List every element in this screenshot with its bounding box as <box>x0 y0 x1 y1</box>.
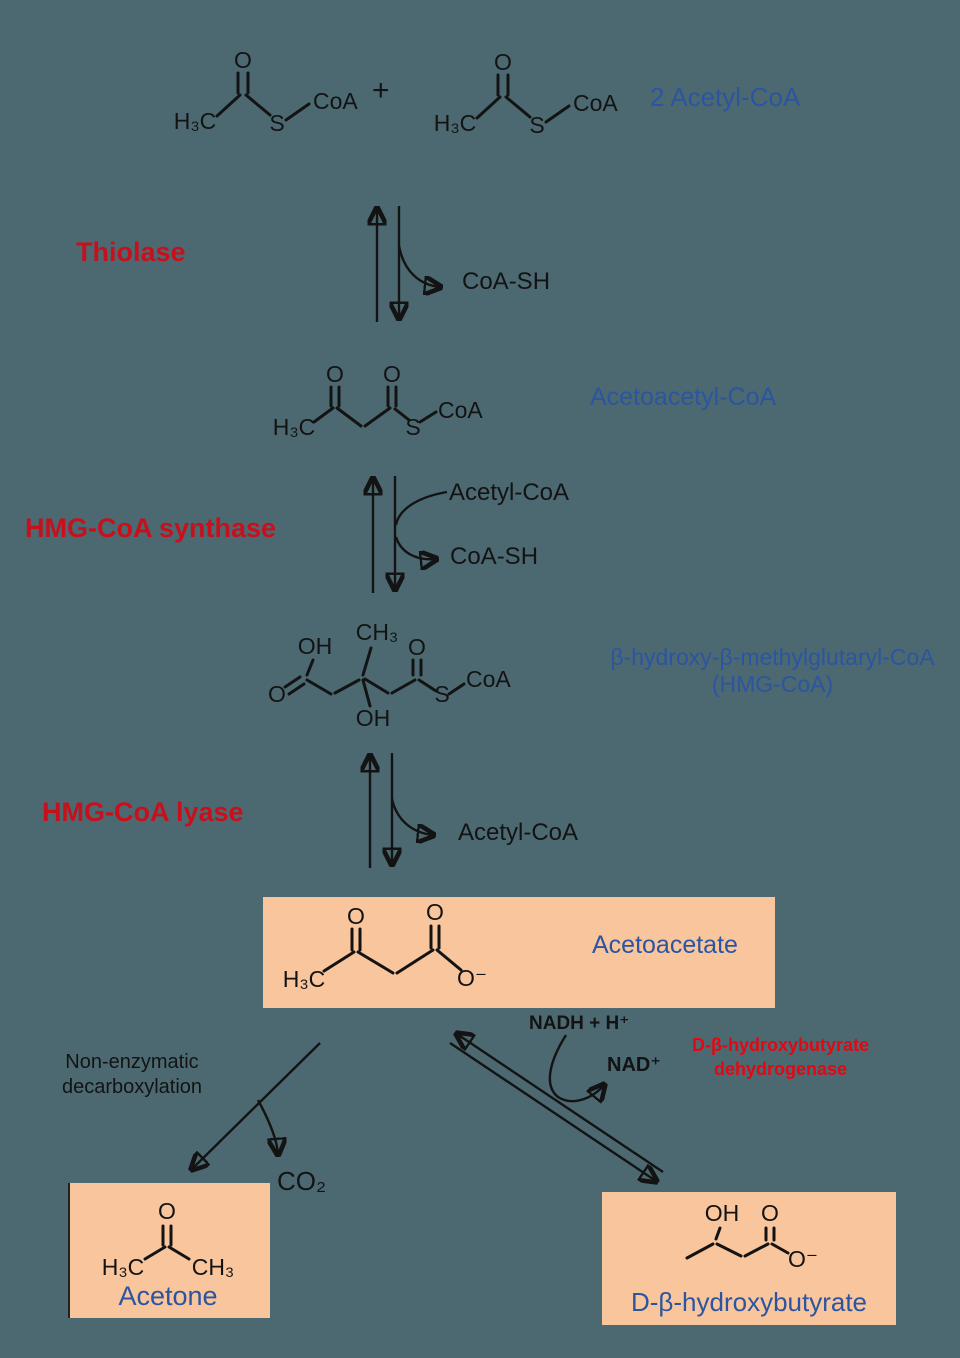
plus-sign: + <box>372 74 390 107</box>
acid-hydroxyl-label: OH <box>298 633 333 659</box>
methyl-atom-label: H₃C <box>434 110 477 136</box>
oxygen-atom-label: O <box>234 47 252 73</box>
coa-atom-label: CoA <box>466 666 511 692</box>
nadh-nad-curve-arrow <box>548 1034 604 1101</box>
d-bhb-highlight-box <box>602 1192 896 1325</box>
coa-sh-released-label-2: CoA-SH <box>450 543 539 570</box>
methyl-atom-label: CH₃ <box>192 1254 235 1280</box>
oxygen-atom-label: O <box>494 49 512 75</box>
sulfur-atom-label: S <box>269 110 284 136</box>
methyl-branch-label: CH₃ <box>356 619 399 645</box>
oxygen-atom-label: O <box>761 1200 779 1226</box>
coa-atom-label: CoA <box>438 397 483 423</box>
co2-branch-arrow <box>256 1099 278 1154</box>
d-bhb-label: D-β-hydroxybutyrate <box>630 1287 868 1317</box>
two-acetyl-coa-label: 2 Acetyl-CoA <box>650 82 801 112</box>
lyase-reversible-arrows <box>370 753 433 868</box>
methyl-atom-label: H₃C <box>174 108 217 134</box>
oxygen-atom-label: O <box>326 361 344 387</box>
non-enzymatic-label-line2: decarboxylation <box>61 1076 203 1098</box>
acetyl-coa-structure-2: O H₃C S CoA <box>434 49 619 138</box>
carboxylate-oxygen-label: O⁻ <box>457 965 487 991</box>
acetoacetyl-coa-label: Acetoacetyl-CoA <box>590 383 777 411</box>
coa-sh-out-branch <box>394 536 436 559</box>
thioester-oxygen-label: O <box>408 634 426 660</box>
sulfur-atom-label: S <box>405 414 420 440</box>
oxygen-atom-label: O <box>158 1198 176 1224</box>
oxygen-atom-label: O <box>383 361 401 387</box>
co2-released-label: CO₂ <box>277 1166 327 1196</box>
acetyl-coa-structure-1: O H₃C S CoA <box>174 47 359 136</box>
hmg-coa-synthase-enzyme-label: HMG-CoA synthase <box>25 513 277 543</box>
acetyl-coa-out-label: Acetyl-CoA <box>458 819 579 846</box>
acetyl-coa-in-label: Acetyl-CoA <box>449 479 570 506</box>
methyl-atom-label: H₃C <box>283 966 326 992</box>
hydroxyl-label: OH <box>356 705 391 731</box>
nadh-cofactor-label: NADH + H⁺ <box>529 1013 630 1034</box>
acetoacetate-structure: H₃C O O O⁻ <box>283 899 487 992</box>
acetoacetate-highlight-box <box>263 897 775 1008</box>
sulfur-atom-label: S <box>529 112 544 138</box>
nad-cofactor-label: NAD⁺ <box>607 1054 661 1076</box>
methyl-atom-label: H₃C <box>102 1254 145 1280</box>
hmg-coa-structure: OH O CH₃ OH O S CoA <box>268 619 511 731</box>
acid-oxygen-label: O <box>268 681 286 707</box>
coa-sh-released-label-1: CoA-SH <box>462 268 551 295</box>
non-enzymatic-label-line1: Non-enzymatic <box>65 1051 199 1073</box>
coa-atom-label: CoA <box>313 88 358 114</box>
oxygen-atom-label: O <box>426 899 444 925</box>
oxygen-atom-label: O <box>347 903 365 929</box>
decarboxylation-arrow <box>192 1042 321 1169</box>
acetone-label: Acetone <box>118 1281 218 1311</box>
acetoacetyl-coa-structure: H₃C O O S CoA <box>273 361 484 440</box>
acetone-structure: O H₃C CH₃ <box>102 1198 235 1280</box>
thiolase-enzyme-label: Thiolase <box>76 237 186 267</box>
methyl-atom-label: H₃C <box>273 414 316 440</box>
hmg-coa-lyase-enzyme-label: HMG-CoA lyase <box>42 797 244 827</box>
d-bhb-structure: OH O O⁻ <box>685 1200 818 1272</box>
acetyl-coa-in-branch <box>394 490 448 526</box>
synthase-reversible-arrows <box>373 476 448 593</box>
acetyl-coa-out-branch <box>390 798 433 835</box>
acetone-highlight-box <box>68 1183 270 1318</box>
sulfur-atom-label: S <box>434 681 449 707</box>
acetoacetate-label: Acetoacetate <box>592 931 738 959</box>
hmg-coa-label-line2: (HMG-CoA) <box>711 671 834 697</box>
dehydrogenase-enzyme-label-line2: dehydrogenase <box>713 1059 848 1079</box>
hmg-coa-label-line1: β-hydroxy-β-methylglutaryl-CoA <box>610 644 935 670</box>
dehydrogenase-enzyme-label-line1: D-β-hydroxybutyrate <box>691 1035 869 1055</box>
thiolase-reversible-arrows <box>377 206 440 322</box>
hydroxyl-label: OH <box>705 1200 740 1226</box>
carboxylate-oxygen-label: O⁻ <box>788 1246 818 1272</box>
coa-sh-branch-arrow <box>397 245 440 287</box>
coa-atom-label: CoA <box>573 90 618 116</box>
